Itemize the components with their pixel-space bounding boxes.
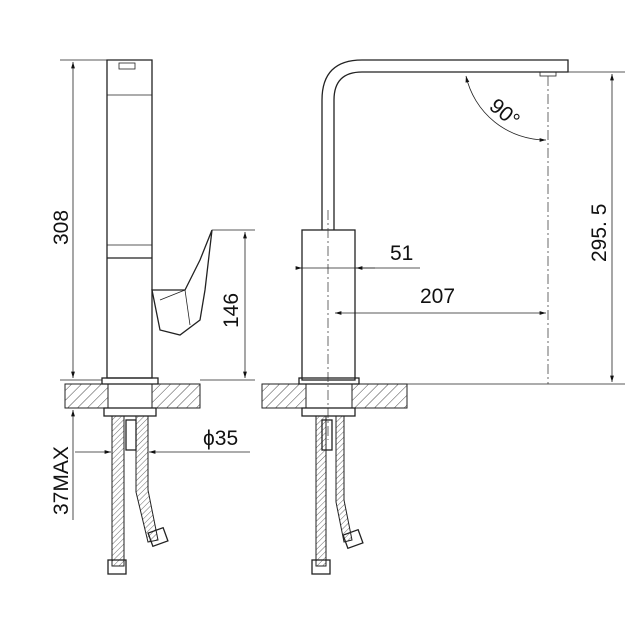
- dim-spout-angle: 90°: [485, 94, 524, 132]
- dim-hole-diameter: ϕ35: [203, 427, 238, 450]
- faucet-body: [106, 59, 153, 379]
- lever-handle: [151, 229, 213, 336]
- dim-lever-height: 146: [220, 293, 243, 328]
- faucet-body-front: [301, 229, 356, 381]
- front-view: 295. 5 51 207 90°: [261, 59, 625, 575]
- side-view: 308 146 37MAX ϕ35: [50, 59, 255, 575]
- spout: [321, 59, 569, 230]
- dim-height-total: 308: [50, 210, 73, 245]
- dim-spout-reach: 207: [420, 285, 455, 308]
- dim-spout-height: 295. 5: [588, 204, 611, 262]
- dim-max-counter: 37MAX: [50, 446, 73, 515]
- dim-base-width: 51: [390, 242, 413, 265]
